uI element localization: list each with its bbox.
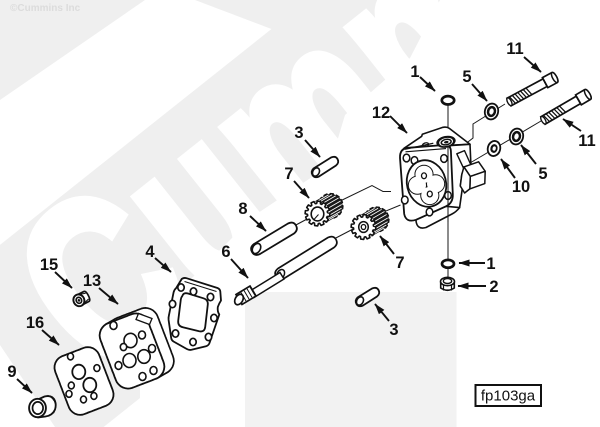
svg-text:7: 7 [395,254,404,272]
svg-text:11: 11 [506,40,523,58]
svg-text:3: 3 [389,321,398,339]
svg-text:fp103ga: fp103ga [481,388,536,405]
svg-text:12: 12 [372,104,390,122]
svg-text:©Cummins Inc: ©Cummins Inc [10,3,81,14]
svg-text:7: 7 [284,165,293,183]
svg-text:13: 13 [83,272,101,290]
svg-text:16: 16 [26,314,44,332]
svg-text:9: 9 [7,363,16,381]
svg-text:1: 1 [486,255,495,273]
svg-text:3: 3 [294,124,303,142]
svg-text:1: 1 [410,63,419,81]
svg-text:11: 11 [578,132,595,150]
svg-text:15: 15 [40,256,58,274]
svg-text:5: 5 [538,165,547,183]
svg-text:8: 8 [238,200,247,218]
svg-text:2: 2 [489,278,498,296]
svg-text:5: 5 [462,68,471,86]
svg-text:4: 4 [145,243,155,261]
svg-text:6: 6 [221,243,230,261]
svg-text:10: 10 [512,178,530,196]
